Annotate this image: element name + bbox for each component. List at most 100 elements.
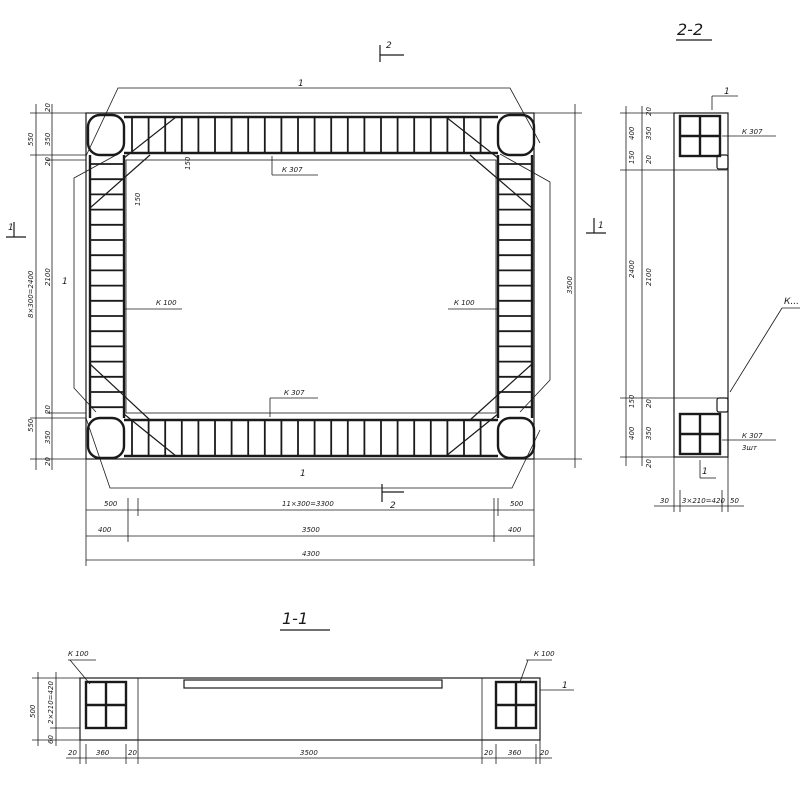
s11-top-recess	[183, 679, 443, 689]
dim-left-550-top: 550	[27, 132, 35, 146]
s22-outline	[673, 112, 729, 458]
section-cut-markers: 2 2 1 1	[6, 41, 606, 511]
s22-bottom-hook	[716, 397, 729, 413]
s11-mark-1: 1	[562, 681, 568, 691]
diag-bl-1	[123, 413, 177, 457]
s11-h60: 60	[47, 735, 55, 744]
s22-d350-1: 350	[645, 126, 653, 140]
s11-mesh-left: К 100	[68, 650, 89, 658]
cut2-top-label: 2	[386, 41, 392, 51]
dim-bottom-500-right: 500	[510, 500, 524, 508]
s22-d2400: 2400	[628, 260, 636, 278]
s22-d20-3: 20	[645, 399, 653, 408]
s11-outline	[79, 677, 541, 741]
dim-left-2100: 2100	[44, 268, 52, 286]
section-1-1-title: 1-1	[282, 609, 308, 628]
dim-bottom-3500: 3500	[302, 526, 320, 534]
dim-left-550-low: 550	[27, 418, 35, 432]
corner-loop-bl	[86, 416, 126, 460]
label-150-a: 150	[184, 156, 192, 170]
plan-opening	[125, 159, 497, 414]
bent-bar-top	[85, 87, 541, 157]
bent-bar-right	[499, 153, 551, 413]
s11-d3500: 3500	[300, 749, 318, 757]
dim-left-350-low: 350	[44, 430, 52, 444]
label-mesh-top: К 307	[282, 166, 303, 174]
s22-d400-1: 400	[628, 126, 636, 140]
s22-mark-1-top: 1	[724, 87, 730, 97]
s22-leader-side	[729, 307, 783, 393]
bent-bar-left	[73, 153, 119, 413]
plan-left-dimensions: 20 350 550 20 2100 8×300=2400 20 350 550…	[27, 103, 86, 470]
cut1-right-label: 1	[598, 221, 604, 231]
s11-d360-a: 360	[96, 749, 110, 757]
s22-d20-1: 20	[645, 107, 653, 116]
corner-loop-tr	[496, 113, 536, 157]
label-mesh-left: К 100	[156, 299, 177, 307]
plan-outer-outline	[85, 112, 535, 460]
plan-view: 1 1 1 К 307 К 307 К 100 К 100 150 150	[62, 79, 551, 489]
dim-bottom-4300: 4300	[302, 550, 320, 558]
stirrups-right	[498, 163, 532, 409]
diag-bl-2	[89, 363, 151, 421]
bent-bar-bottom	[85, 417, 541, 489]
s22-d400-2: 400	[628, 426, 636, 440]
s11-leader-left	[69, 659, 91, 685]
cut2-bottom-label: 2	[390, 501, 396, 511]
diag-br-1	[445, 413, 499, 457]
diag-br-2	[469, 363, 533, 421]
plan-mark-1-left: 1	[62, 277, 68, 287]
s22-mesh-side: К...	[784, 297, 799, 307]
plan-mark-1-top: 1	[298, 79, 304, 89]
s11-d20-d: 20	[540, 749, 549, 757]
diag-tr-1	[445, 116, 499, 159]
s22-top-hook	[716, 154, 729, 170]
s22-w30: 30	[660, 497, 669, 505]
corner-loop-tl	[86, 113, 126, 157]
s11-d360-b: 360	[508, 749, 522, 757]
s11-h-mesh: 2×210=420	[47, 681, 55, 724]
s11-leader-right	[519, 659, 529, 683]
cut1-left-label: 1	[8, 223, 14, 233]
s22-mesh-top: К 307	[742, 128, 763, 136]
s11-d20-b: 20	[128, 749, 137, 757]
stirrups-top	[131, 117, 482, 153]
label-mesh-bottom: К 307	[284, 389, 305, 397]
dim-left-20-top: 20	[44, 103, 52, 112]
section-2-2: 2-2 1 К 307 К... К 307 3шт 1 20	[620, 20, 800, 512]
stirrups-left	[90, 163, 124, 409]
s22-d20-4: 20	[645, 459, 653, 468]
dim-left-350-top: 350	[44, 132, 52, 146]
dim-bottom-400-right: 400	[508, 526, 522, 534]
s22-d2100: 2100	[645, 268, 653, 286]
corner-loop-br	[496, 416, 536, 460]
s22-d20-2: 20	[645, 155, 653, 164]
s22-mesh-bottom: К 307	[742, 432, 763, 440]
dim-left-20-mid: 20	[44, 157, 52, 166]
s11-d20-c: 20	[484, 749, 493, 757]
dim-right-3500: 3500	[566, 276, 574, 294]
stirrups-bottom	[131, 420, 482, 456]
diag-tr-2	[469, 154, 533, 209]
plan-bottom-dimensions: 500 11×300=3300 500 400 3500 400 4300	[85, 459, 535, 566]
s22-d350-2: 350	[645, 426, 653, 440]
s22-d150-2: 150	[628, 394, 636, 408]
dim-bottom-400-left: 400	[98, 526, 112, 534]
diag-tl-1	[123, 116, 177, 159]
s11-d20-a: 20	[68, 749, 77, 757]
dim-left-20-bottom: 20	[44, 457, 52, 466]
label-mesh-right: К 100	[454, 299, 475, 307]
s22-w50: 50	[730, 497, 739, 505]
dim-bottom-11x300: 11×300=3300	[282, 500, 334, 508]
s11-h500: 500	[29, 704, 37, 718]
s22-mesh-bottom-qty: 3шт	[742, 444, 758, 452]
s22-mark-1-bottom: 1	[702, 467, 708, 477]
dim-left-20-low: 20	[44, 405, 52, 414]
dim-bottom-500-left: 500	[104, 500, 118, 508]
section-2-2-title: 2-2	[677, 20, 703, 39]
section-1-1: 1-1 К 100 К 100 1 500 2×210=420 60	[29, 609, 574, 764]
label-150-b: 150	[134, 192, 142, 206]
plan-right-dimension: 3500	[534, 104, 582, 468]
